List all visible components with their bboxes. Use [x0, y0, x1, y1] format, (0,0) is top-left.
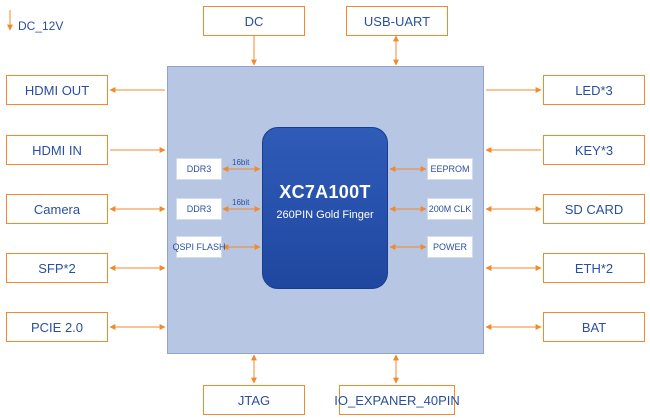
ddr3-b-block: DDR3: [176, 198, 222, 220]
ddr3-b-width: 16bit: [232, 198, 250, 207]
sd-card-box: SD CARD: [543, 194, 645, 224]
dc-box: DC: [203, 6, 305, 36]
chip-name: XC7A100T: [279, 182, 371, 202]
key-box: KEY*3: [543, 135, 645, 165]
eeprom-block: EEPROM: [427, 158, 473, 180]
bat-box: BAT: [543, 312, 645, 342]
eth-box: ETH*2: [543, 253, 645, 283]
io-expander-box: IO_EXPANER_40PIN: [334, 385, 460, 415]
hdmi-in-box: HDMI IN: [6, 135, 108, 165]
fpga-chip: XC7A100T 260PIN Gold Finger: [262, 127, 388, 289]
hdmi-out-box: HDMI OUT: [6, 75, 108, 105]
dc12v-label: DC_12V: [18, 19, 64, 33]
usb-uart-box: USB-UART: [346, 6, 448, 36]
led-box: LED*3: [543, 75, 645, 105]
power-block: POWER: [427, 236, 473, 258]
jtag-box: JTAG: [203, 385, 305, 415]
chip-subtitle: 260PIN Gold Finger: [276, 209, 374, 221]
ddr3-a-block: DDR3: [176, 158, 222, 180]
ddr3-a-width: 16bit: [232, 158, 250, 167]
qspi-flash-block: QSPI FLASH: [173, 236, 226, 258]
clk-block: 200M CLK: [427, 198, 473, 220]
camera-box: Camera: [6, 194, 108, 224]
pcie-box: PCIE 2.0: [6, 312, 108, 342]
sfp-box: SFP*2: [6, 253, 108, 283]
